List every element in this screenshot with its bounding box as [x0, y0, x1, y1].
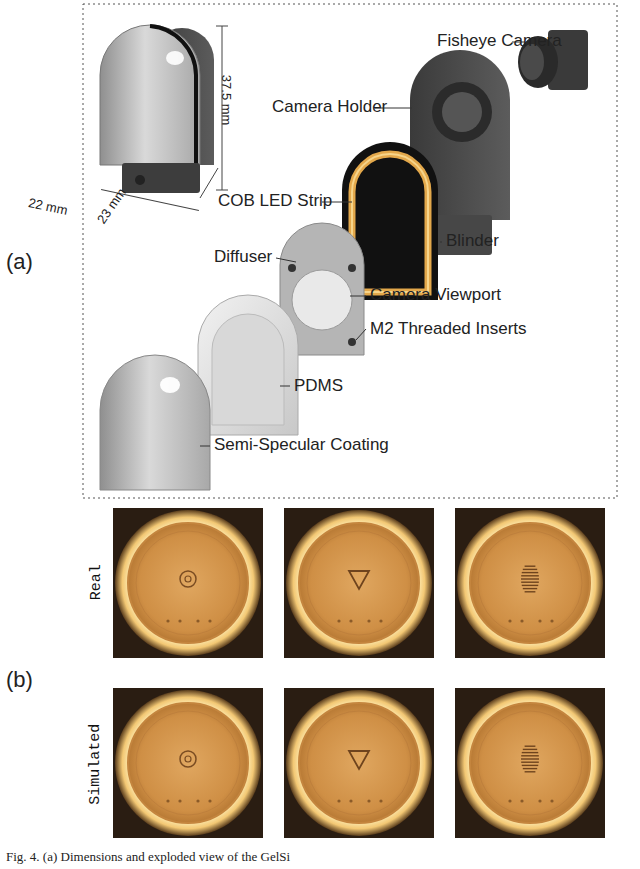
part-label: M2 Threaded Inserts: [370, 320, 527, 339]
part-label: Camera Holder: [272, 98, 387, 117]
part-label: COB LED Strip: [218, 192, 332, 211]
part-label: Camera Viewport: [370, 286, 501, 305]
tactile-image: [455, 508, 605, 658]
dimension-label: 22 mm: [27, 196, 69, 218]
part-label: Diffuser: [214, 248, 272, 267]
part-label: Fisheye Camera: [437, 32, 562, 51]
tactile-image: [113, 688, 263, 838]
tactile-image: [284, 688, 434, 838]
dimension-label: 37.5 mm: [219, 75, 233, 126]
part-label: PDMS: [294, 377, 343, 396]
tactile-image: [455, 688, 605, 838]
figure-caption: Fig. 4. (a) Dimensions and exploded view…: [6, 849, 290, 865]
row-label: Simulated: [89, 723, 106, 804]
tactile-image: [284, 508, 434, 658]
tactile-image: [113, 508, 263, 658]
panel-label: (b): [6, 668, 33, 692]
dimension-label: 23 mm: [95, 186, 130, 227]
panel-label: (a): [6, 250, 33, 274]
part-label: Blinder: [446, 232, 499, 251]
part-label: Semi-Specular Coating: [214, 436, 389, 455]
row-label: Real: [89, 564, 106, 600]
